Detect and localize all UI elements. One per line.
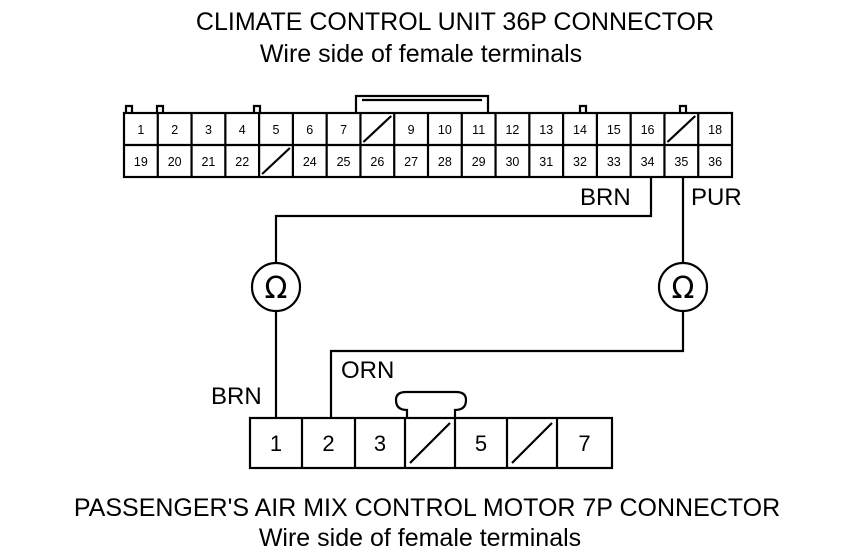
pin-number: 3 bbox=[205, 123, 212, 137]
pin-number: 12 bbox=[505, 123, 519, 137]
pin-number: 2 bbox=[322, 431, 334, 456]
connector-row-2: 19 20 21 22 24 25 26 27 28 29 30 31 32 33 34 35 36 bbox=[134, 145, 722, 177]
brn-wire-label: BRN bbox=[580, 184, 631, 211]
pin-number: 16 bbox=[641, 123, 655, 137]
pin-number: 7 bbox=[340, 123, 347, 137]
brn-bottom-label: BRN bbox=[211, 383, 262, 410]
connector-7p-pins: 1 2 3 5 7 bbox=[270, 418, 591, 468]
bottom-connector-subtitle: Wire side of female terminals bbox=[259, 524, 581, 552]
empty-cavity bbox=[261, 147, 291, 175]
pin-number: 29 bbox=[472, 155, 486, 169]
empty-cavity bbox=[409, 422, 451, 464]
ohm-icon: Ω bbox=[265, 271, 288, 306]
pin-number: 28 bbox=[438, 155, 452, 169]
empty-cavity bbox=[666, 115, 696, 143]
bottom-connector-title: PASSENGER'S AIR MIX CONTROL MOTOR 7P CON… bbox=[74, 494, 780, 522]
pin-number: 36 bbox=[708, 155, 722, 169]
empty-cavity bbox=[511, 422, 553, 464]
pin-number: 1 bbox=[137, 123, 144, 137]
pin-number: 4 bbox=[239, 123, 246, 137]
pin-number: 26 bbox=[370, 155, 384, 169]
pin-number: 27 bbox=[404, 155, 418, 169]
pin-number: 1 bbox=[270, 431, 282, 456]
pin-number: 35 bbox=[674, 155, 688, 169]
pin-number: 24 bbox=[303, 155, 317, 169]
pin-number: 15 bbox=[607, 123, 621, 137]
pin-number: 2 bbox=[171, 123, 178, 137]
pin-number: 19 bbox=[134, 155, 148, 169]
ohmmeter-left: Ω bbox=[250, 261, 302, 313]
pin-number: 13 bbox=[539, 123, 553, 137]
ohmmeter-right: Ω bbox=[657, 261, 709, 313]
pin-number: 20 bbox=[168, 155, 182, 169]
pin-number: 21 bbox=[201, 155, 215, 169]
pin-number: 9 bbox=[408, 123, 415, 137]
pin-number: 3 bbox=[374, 431, 386, 456]
pin-number: 14 bbox=[573, 123, 587, 137]
pin-number: 7 bbox=[578, 431, 590, 456]
pin-number: 32 bbox=[573, 155, 587, 169]
pin-number: 22 bbox=[235, 155, 249, 169]
pin-number: 31 bbox=[539, 155, 553, 169]
pin-number: 18 bbox=[708, 123, 722, 137]
top-connector-title: CLIMATE CONTROL UNIT 36P CONNECTOR bbox=[196, 8, 714, 36]
pin-number: 11 bbox=[472, 123, 485, 137]
pin-number: 5 bbox=[475, 431, 487, 456]
pin-number: 25 bbox=[337, 155, 351, 169]
pin-number: 5 bbox=[273, 123, 280, 137]
air-mix-motor-7p-connector: 1 2 3 5 7 bbox=[248, 390, 614, 470]
pin-number: 6 bbox=[306, 123, 313, 137]
empty-cavity bbox=[362, 115, 392, 143]
pur-wire-label: PUR bbox=[691, 184, 742, 211]
orn-wire bbox=[329, 311, 685, 418]
brn-wire-top bbox=[274, 177, 653, 263]
ohm-icon: Ω bbox=[672, 271, 695, 306]
pin-number: 30 bbox=[505, 155, 519, 169]
pin-number: 33 bbox=[607, 155, 621, 169]
top-connector-subtitle: Wire side of female terminals bbox=[260, 40, 582, 68]
pin-number: 10 bbox=[438, 123, 452, 137]
pin-number: 34 bbox=[641, 155, 655, 169]
orn-wire-label: ORN bbox=[341, 357, 394, 384]
